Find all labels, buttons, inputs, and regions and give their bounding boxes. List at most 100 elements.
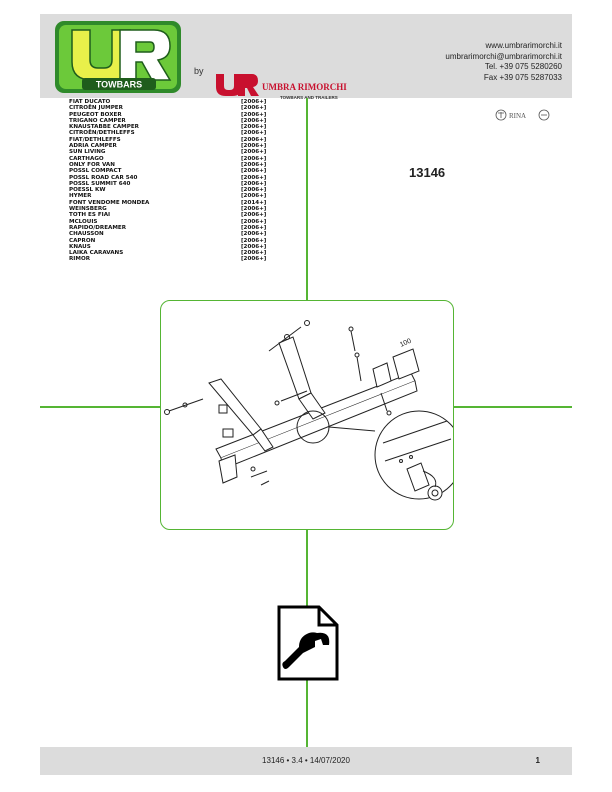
vehicle-model-year: [2006+] [241,250,267,257]
vehicle-model-name: CAPRON [69,237,96,244]
vehicle-model-row: RIMOR [2006+] [69,256,266,262]
product-code: 13146 [409,165,446,180]
vehicle-model-name: PEUGEOT BOXER [69,111,122,118]
vehicle-model-list: FIAT DUCATO[2006+]CITROËN JUMPER[2006+]P… [69,99,266,263]
vehicle-model-name: TRIGANO CAMPER [69,117,126,124]
vehicle-model-name: POSSL ROAD CAR 540 [69,174,138,181]
vehicle-model-name: FIAT DUCATO [69,99,111,105]
vehicle-model-year: [2006+] [241,143,267,150]
vehicle-model-year: [2006+] [241,243,267,250]
vehicle-model-year: [2006+] [241,168,267,175]
vehicle-model-row: RAPIDO/DREAMER [2006+] [69,225,266,231]
vehicle-model-year: [2006+] [241,155,267,162]
logo-text: TOWBARS [96,80,142,90]
towbar-exploded-drawing: 100 [164,320,464,501]
brand-tagline: TOWBARS AND TRAILERS [280,95,338,100]
vehicle-model-row: KNAUSTABBE CAMPER [2006+] [69,124,266,130]
vehicle-model-year: [2006+] [241,105,267,112]
brand-name: UMBRA RIMORCHI [262,82,347,92]
vehicle-model-name: POESSL KW [69,187,106,194]
vehicle-model-name: FONT VENDOME MONDEA [69,199,150,206]
vehicle-model-name: CHAUSSON [69,231,104,238]
vehicle-model-row: FONT VENDOME MONDEA [2014+] [69,200,266,206]
vehicle-model-year: [2006+] [241,256,267,263]
vehicle-model-year: [2006+] [241,180,267,187]
vehicle-model-row: LAIKA CARAVANS [2006+] [69,250,266,256]
vehicle-model-name: CITROËN JUMPER [69,105,123,112]
vehicle-model-row: WEINSBERG[2006+] [69,206,266,212]
vehicle-model-year: [2006+] [241,124,267,131]
header-band: TOWBARS by UMBRA RIMORCHI TOWBARS AND TR… [40,14,572,100]
vehicle-model-name: ADRIA CAMPER [69,143,117,150]
vehicle-model-row: POSSL ROAD CAR 540 [2006+] [69,175,266,181]
vehicle-model-row: CARTHAGO [2006+] [69,156,266,162]
vehicle-model-name: LAIKA CARAVANS [69,250,124,257]
vehicle-model-name: KNAUS [69,243,91,250]
vehicle-model-year: [2006+] [241,174,267,181]
footer-band: 13146 • 3.4 • 14/07/2020 1 [40,747,572,775]
vehicle-model-year: [2006+] [241,130,267,137]
vehicle-model-year: [2006+] [241,187,267,194]
vehicle-model-year: [2006+] [241,224,267,231]
vehicle-model-row: HYMER [2006+] [69,193,266,199]
vehicle-model-year: [2006+] [241,206,267,213]
vehicle-model-row: CHAUSSON [2006+] [69,231,266,237]
vehicle-model-year: [2006+] [241,212,267,219]
vehicle-model-row: POSSL SUMMIT 640 [2006+] [69,181,266,187]
vehicle-model-name: KNAUSTABBE CAMPER [69,124,139,131]
vehicle-model-row: TRIGANO CAMPER [2006+] [69,118,266,124]
vehicle-model-year: [2006+] [241,161,267,168]
document-version: 13146 • 3.4 • 14/07/2020 [262,756,350,765]
vehicle-model-year: [2006+] [241,136,267,143]
vehicle-model-name: POSSL SUMMIT 640 [69,180,131,187]
vehicle-model-name: CARTHAGO [69,155,104,162]
vehicle-model-row: CITROËN JUMPER [2006+] [69,105,266,111]
vehicle-model-row: FIAT DUCATO [2006+] [69,99,266,105]
vehicle-model-name: HYMER [69,193,92,200]
vehicle-model-name: RAPIDO/DREAMER [69,224,127,231]
vehicle-model-year: [2014+] [241,199,267,206]
vehicle-model-name: POSSL COMPACT [69,168,122,175]
vehicle-model-row: CAPRON [2006+] [69,238,266,244]
vehicle-model-name: FIAT/DETHLEFFS [69,136,121,143]
vehicle-model-row: KNAUS [2006+] [69,244,266,250]
fax-number: Fax +39 075 5287033 [483,72,562,82]
vehicle-model-row: SUN LIVING[2006+] [69,149,266,155]
vehicle-model-year: [2006+] [241,117,267,124]
email-link[interactable]: umbrarimorchi@umbrarimorchi.it [445,51,562,61]
certification-label: RINA [509,112,526,120]
website-link[interactable]: www.umbrarimorchi.it [485,41,562,50]
vehicle-model-name: TOTH ES FIAI [69,212,111,219]
vehicle-model-name: RIMOR [69,256,91,263]
by-label: by [194,66,204,76]
vehicle-model-year: [2006+] [241,231,267,238]
vehicle-model-row: TOTH ES FIAI [2006+] [69,212,266,218]
vehicle-model-row: MCLOUIS [2006+] [69,219,266,225]
vehicle-model-row: CITROËN/DETHLEFFS [2006+] [69,130,266,136]
vehicle-model-year: [2006+] [241,111,267,118]
vehicle-model-year: [2006+] [241,99,267,105]
vehicle-model-row: POESSL KW [2006+] [69,187,266,193]
vehicle-model-row: ADRIA CAMPER [2006+] [69,143,266,149]
document-wrench-icon [277,605,339,681]
vehicle-model-row: FIAT/DETHLEFFS [2006+] [69,137,266,143]
vehicle-model-year: [2006+] [241,218,267,225]
vehicle-model-name: SUN LIVING [69,149,106,156]
vehicle-model-row: PEUGEOT BOXER [2006+] [69,112,266,118]
rina-certification-icon: RINA [495,109,550,121]
towbar-drawing-frame: 100 [160,300,464,530]
vehicle-model-year: [2006+] [241,237,267,244]
contact-block: www.umbrarimorchi.it umbrarimorchi@umbra… [445,41,562,83]
vehicle-model-row: ONLY FOR VAN [2006+] [69,162,266,168]
ur-towbars-logo: TOWBARS [55,21,181,93]
dimension-label: 100 [399,338,413,349]
vehicle-model-name: MCLOUIS [69,218,98,225]
page-number: 1 [535,756,540,765]
green-guide-line-top [306,98,308,300]
vehicle-model-year: [2006+] [241,193,267,200]
vehicle-model-name: ONLY FOR VAN [69,161,115,168]
green-guide-line-left [40,406,160,408]
umbra-rimorchi-logo: UMBRA RIMORCHI TOWBARS AND TRAILERS [216,74,347,100]
vehicle-model-name: CITROËN/DETHLEFFS [69,130,135,137]
phone-number: Tel. +39 075 5280260 [484,62,562,71]
